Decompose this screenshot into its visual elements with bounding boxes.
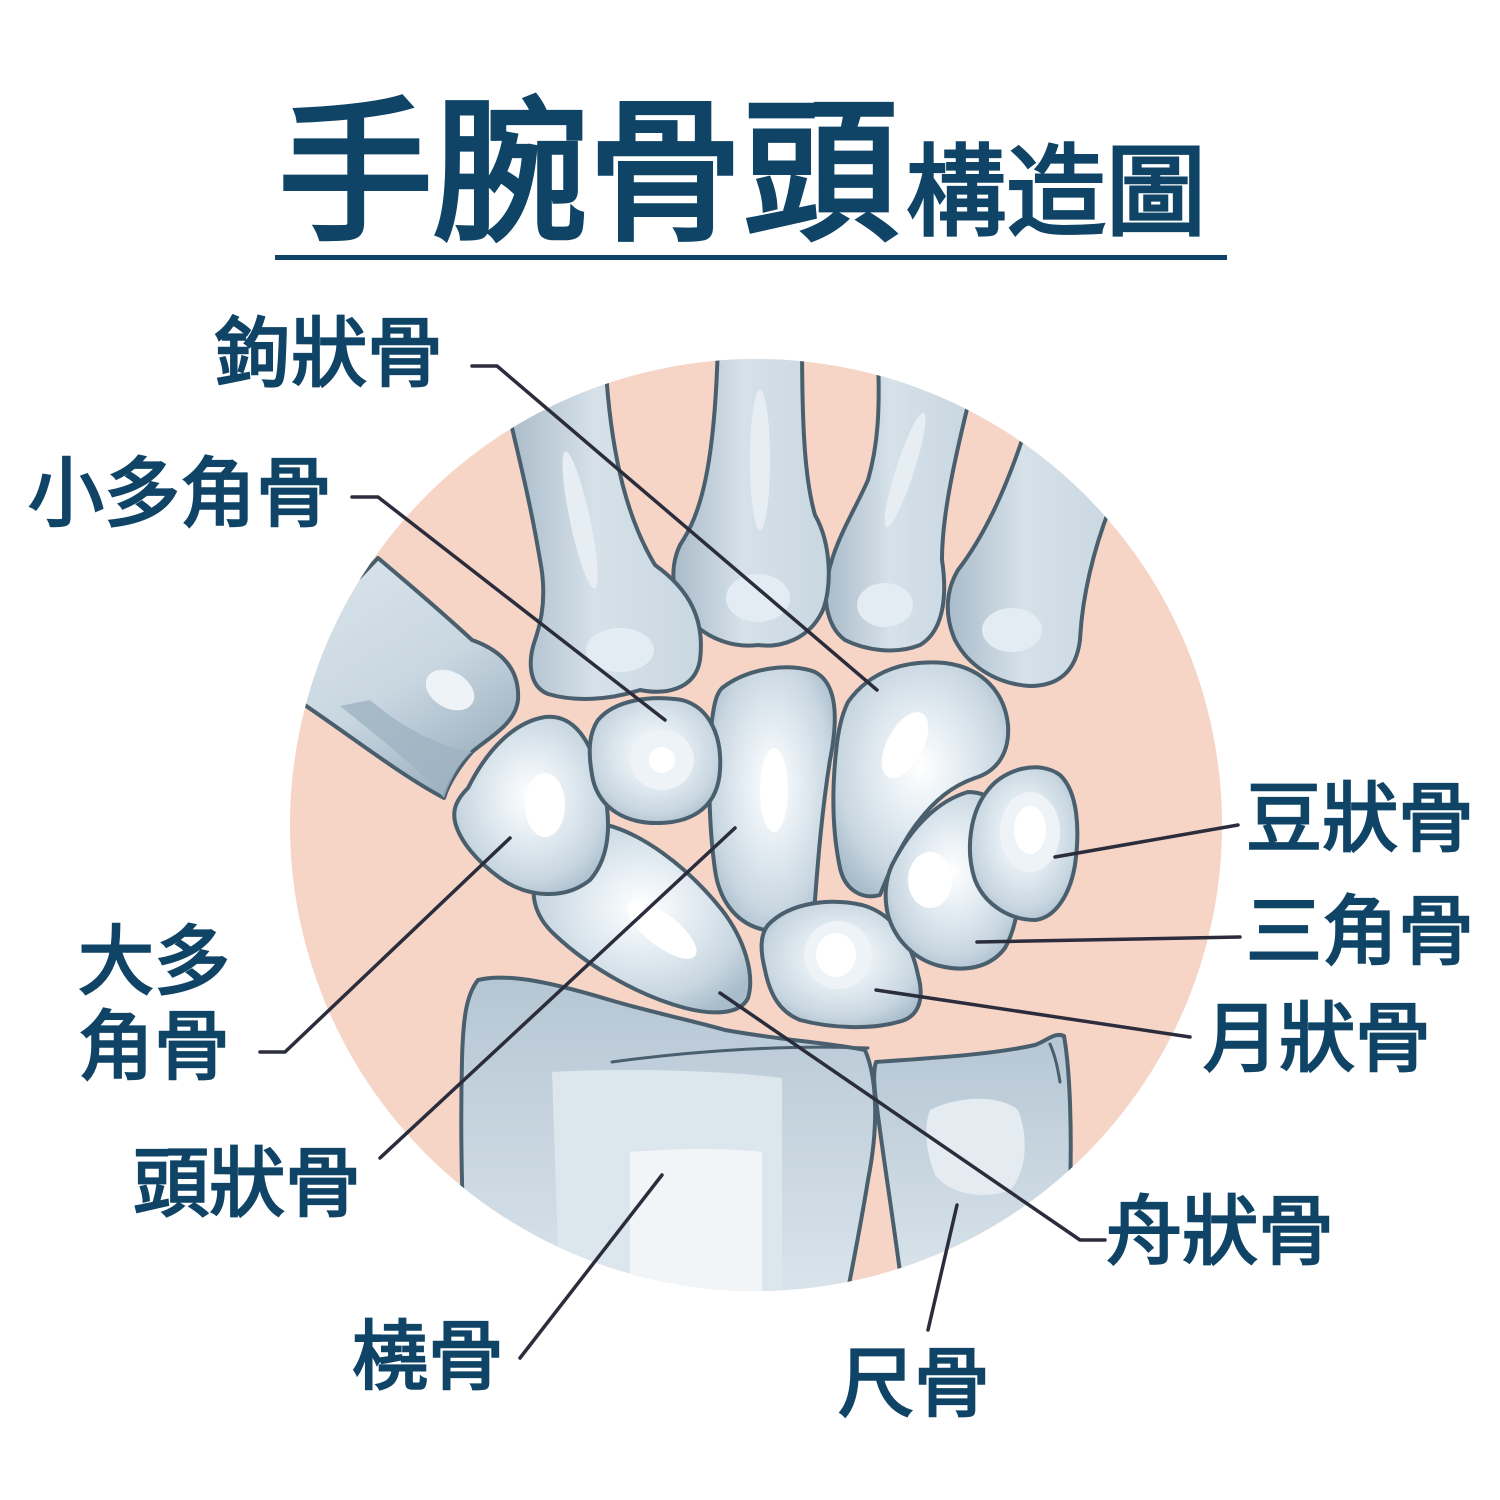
- title-main: 手腕骨頭: [278, 83, 898, 264]
- leader-line-trapezium: [258, 836, 512, 1054]
- label-triquetrum: 三角骨: [1246, 887, 1474, 976]
- bone-highlight: [857, 583, 913, 627]
- label-hamate: 鉤狀骨: [215, 309, 443, 398]
- bone-highlight: [760, 748, 788, 832]
- leader-line-radius: [518, 1173, 664, 1360]
- leader-line-hamate: [470, 364, 879, 692]
- bone-highlight: [908, 852, 952, 908]
- bone-highlight: [884, 412, 926, 528]
- leader-line-scaphoid: [718, 991, 1107, 1242]
- leader-lines: [258, 364, 1242, 1360]
- leader-line-lunate: [874, 988, 1192, 1039]
- capitate-bone: [707, 665, 837, 934]
- bone-highlight: [525, 773, 565, 837]
- page-title: 手腕骨頭 構造圖: [278, 96, 1206, 251]
- bone-highlight: [586, 628, 654, 672]
- trapezoid-bone: [587, 696, 723, 826]
- trapezium-bone: [452, 714, 610, 897]
- ulna-notch-line: [1048, 1042, 1062, 1084]
- thumb-metacarpal: [290, 556, 521, 800]
- ulna-bone: [872, 1033, 1073, 1291]
- label-radius: 橈骨: [352, 1312, 504, 1401]
- title-sub: 構造圖: [906, 134, 1206, 251]
- index-metacarpal: [506, 370, 703, 701]
- bone-highlight: [750, 390, 770, 530]
- leader-line-trapezoid: [350, 495, 667, 722]
- bone-highlight: [726, 574, 790, 622]
- label-scaphoid: 舟狀骨: [1106, 1187, 1334, 1276]
- bone-highlight: [562, 451, 598, 589]
- hamate-bone: [831, 660, 1011, 899]
- leader-line-pisiform: [1053, 823, 1240, 859]
- label-trapezium-line1: 大多: [78, 917, 230, 1006]
- bone-highlight: [982, 608, 1042, 652]
- bone-highlight: [1014, 806, 1046, 854]
- leader-line-capitate: [378, 826, 737, 1160]
- middle-metacarpal: [671, 359, 831, 648]
- bone-highlight: [926, 1098, 1025, 1195]
- radius-bone: [459, 975, 878, 1291]
- label-pisiform: 豆狀骨: [1246, 774, 1474, 863]
- leader-line-ulna: [926, 1203, 959, 1332]
- label-trapezoid: 小多角骨: [28, 449, 332, 538]
- label-capitate: 頭狀骨: [133, 1139, 361, 1228]
- bone-highlight: [816, 933, 856, 977]
- little-metacarpal: [945, 438, 1117, 688]
- label-trapezium-line2: 角骨: [78, 1002, 230, 1091]
- radius-articular-line: [610, 1045, 870, 1064]
- label-lunate: 月狀骨: [1203, 994, 1431, 1083]
- bone-highlight: [630, 1149, 762, 1291]
- title-underline: [275, 255, 1227, 260]
- ring-metacarpal: [823, 359, 970, 653]
- label-ulna: 尺骨: [838, 1339, 990, 1428]
- lunate-bone: [759, 899, 923, 1030]
- bone-highlight: [649, 747, 675, 773]
- pisiform-bone: [967, 765, 1080, 922]
- bone-highlight: [627, 901, 697, 959]
- bone-highlight: [881, 712, 929, 778]
- bone-highlight: [425, 669, 475, 711]
- leader-line-triquetrum: [975, 935, 1242, 944]
- bone-shadow: [340, 700, 472, 798]
